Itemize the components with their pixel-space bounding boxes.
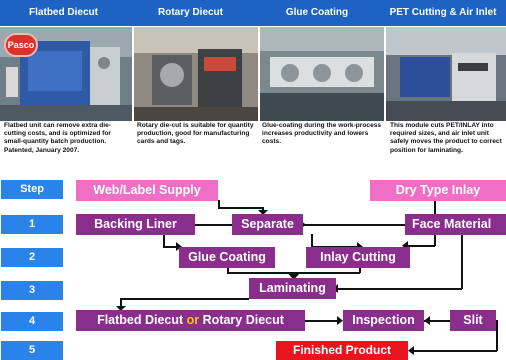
wire-supply-down	[218, 200, 220, 208]
arrowhead-to-inspection	[337, 316, 343, 325]
arrowhead-to-laminating	[288, 274, 299, 280]
wire-slit-to-inspection	[424, 320, 450, 322]
step-5: 5	[1, 341, 63, 360]
wire-slit-down	[496, 320, 498, 351]
header-pet-cutting: PET Cutting & Air Inlet	[389, 7, 497, 18]
wire-separate-to-inlay	[311, 246, 361, 248]
arrowhead-to-glue	[176, 242, 182, 251]
step-2: 2	[1, 248, 63, 267]
wire-laminating-left	[120, 298, 249, 300]
face-material-box: Face Material	[405, 214, 506, 235]
step-3: 3	[1, 281, 63, 300]
photo-rotary-diecut	[134, 27, 258, 121]
diecut-box: Flatbed Diecut or Rotary Diecut	[76, 310, 305, 331]
arrowhead-to-separate	[258, 210, 268, 215]
laminating-box: Laminating	[249, 278, 336, 299]
step-1: 1	[1, 215, 63, 234]
wire-inlay-down	[359, 268, 361, 273]
header-rotary-diecut: Rotary Diecut	[157, 7, 223, 18]
arrowhead-to-diecut	[116, 306, 126, 311]
wire-face-down	[461, 234, 463, 289]
or-label: or	[186, 313, 200, 327]
pasco-logo: Pasco	[4, 33, 38, 57]
photo-glue-coating	[260, 27, 384, 121]
description-pet-cutting: This module cuts PET/INLAY into required…	[390, 122, 502, 154]
wire-to-finished	[410, 350, 497, 352]
separate-box: Separate	[232, 214, 303, 235]
wire-liner-to-glue	[163, 246, 179, 248]
wire-separate-to-liner	[195, 224, 232, 226]
header-flatbed-diecut: Flatbed Diecut	[29, 7, 98, 18]
photo-pet-cutting	[386, 27, 506, 121]
description-flatbed-diecut: Flatbed unit can remove extra die-cuttin…	[4, 122, 111, 154]
inspection-box: Inspection	[343, 310, 424, 331]
step-header: Step	[1, 180, 63, 199]
step-4: 4	[1, 312, 63, 331]
inlay-cutting-box: Inlay Cutting	[306, 247, 410, 268]
wire-separate-down	[311, 234, 313, 247]
dry-type-inlay-box: Dry Type Inlay	[370, 180, 506, 201]
wire-face-to-laminating	[336, 288, 462, 290]
backing-liner-box: Backing Liner	[76, 214, 195, 235]
wire-diecut-to-inspection	[305, 320, 340, 322]
rotary-diecut-label: Rotary Diecut	[202, 313, 284, 327]
arrowhead-to-finished	[408, 346, 414, 355]
description-glue-coating: Glue-coating during the work-process inc…	[262, 122, 382, 146]
description-rotary-diecut: Rotary die-cut is suitable for quantity …	[137, 122, 254, 146]
wire-glue-down	[227, 268, 229, 273]
glue-coating-box: Glue Coating	[179, 247, 275, 268]
wire-dry-inlay-left	[404, 245, 435, 247]
header-bar: Flatbed Diecut Rotary Diecut Glue Coatin…	[0, 0, 506, 26]
web-label-supply-box: Web/Label Supply	[76, 180, 218, 201]
finished-product-box: Finished Product	[276, 341, 408, 360]
flatbed-diecut-label: Flatbed Diecut	[97, 313, 184, 327]
arrowhead-slit-to-inspection	[424, 316, 430, 325]
header-glue-coating: Glue Coating	[285, 7, 349, 18]
wire-supply-right	[218, 207, 263, 209]
slit-box: Slit	[450, 310, 496, 331]
wire-separate-to-face	[303, 224, 405, 226]
wire-liner-down	[163, 234, 165, 247]
wire-laminating-down	[120, 299, 122, 309]
